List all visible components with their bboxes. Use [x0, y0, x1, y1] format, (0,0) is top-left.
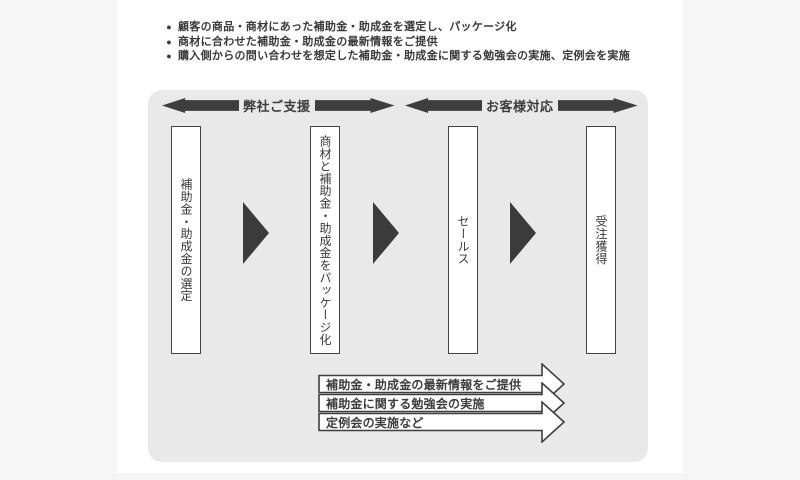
outline-arrow-icon [318, 401, 566, 443]
step-packaging: 商材と補助金・助成金をパッケージ化 [310, 126, 340, 354]
phase-label: お客様対応 [486, 99, 554, 114]
bullet-text: 購入側からの問い合わせを想定した補助金・助成金に関する勉強会の実施、定例会を実施 [178, 50, 630, 62]
support-arrow-label: 定例会の実施など [326, 415, 424, 430]
step-label: 商材と補助金・助成金をパッケージ化 [318, 134, 332, 346]
phase-customer-response: お客様対応 [405, 98, 638, 114]
flow-arrow-icon [510, 202, 536, 264]
step-sales: セールス [448, 126, 478, 354]
bullet-text: 商材に合わせた補助金・助成金の最新情報をご提供 [178, 35, 438, 48]
arrow-left-icon [405, 98, 482, 113]
support-arrow-regular-meeting: 定例会の実施など [318, 401, 568, 443]
flow-panel: 弊社ご支援 お客様対応 補助金・助成金の選定 商材と補助金・助成金をパッケージ化… [148, 90, 648, 462]
bullet-icon: ● [166, 22, 172, 32]
step-order-acquisition: 受注獲得 [586, 126, 616, 354]
flow-arrow-icon [373, 202, 399, 264]
list-item: ● 購入側からの問い合わせを想定した補助金・助成金に関する勉強会の実施、定例会を… [160, 51, 665, 62]
step-label: 補助金・助成金の選定 [179, 178, 193, 302]
list-item: ● 顧客の商品・商材にあった補助金・助成金を選定し、パッケージ化 [160, 22, 665, 33]
support-arrow-label: 補助金・助成金の最新情報をご提供 [326, 377, 522, 392]
step-subsidy-selection: 補助金・助成金の選定 [171, 126, 201, 354]
step-label: セールス [456, 215, 470, 265]
list-item: ● 商材に合わせた補助金・助成金の最新情報をご提供 [160, 35, 665, 48]
summary-bullet-list: ● 顧客の商品・商材にあった補助金・助成金を選定し、パッケージ化 ● 商材に合わ… [160, 22, 665, 66]
bullet-text: 顧客の商品・商材にあった補助金・助成金を選定し、パッケージ化 [178, 21, 517, 33]
support-arrow-label: 補助金に関する勉強会の実施 [326, 396, 485, 411]
arrow-right-icon [557, 98, 638, 113]
flow-arrow-icon [243, 202, 269, 264]
bullet-icon: ● [166, 51, 172, 61]
step-label: 受注獲得 [594, 215, 608, 265]
bullet-icon: ● [166, 36, 172, 47]
arrow-right-icon [314, 98, 395, 113]
phase-company-support: 弊社ご支援 [162, 98, 395, 114]
arrow-left-icon [162, 98, 239, 113]
phase-label: 弊社ご支援 [243, 99, 311, 114]
